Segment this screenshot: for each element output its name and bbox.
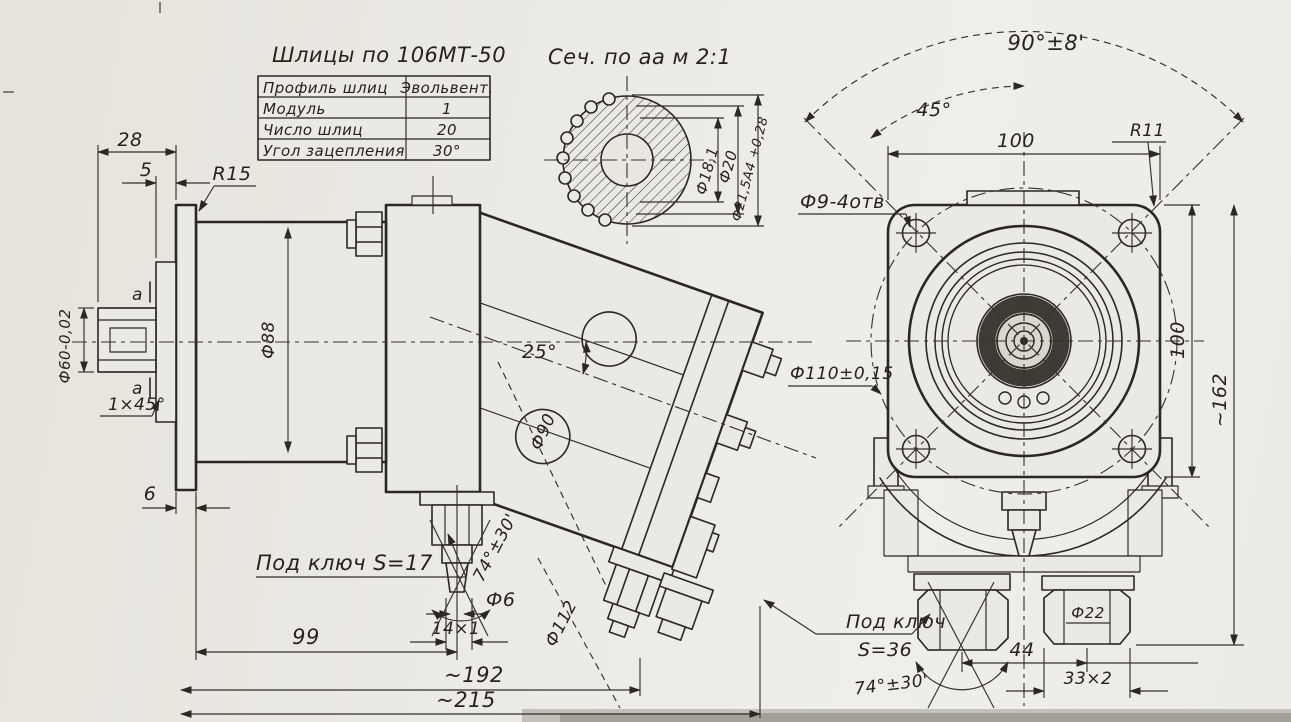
- side-view: 28 5 R15 Ф60-0,02 а а 1×45° 6: [56, 129, 817, 718]
- dim-dia110-label: Ф110±0,15: [790, 364, 894, 384]
- gear-hatch: [563, 96, 692, 224]
- front-view: Ф22: [763, 30, 1245, 709]
- front-right-hex-plug: Ф22: [1041, 575, 1135, 645]
- wrench-s36-label-line2: S=36: [858, 639, 912, 661]
- section-view-title: Сеч. по аа м 2:1: [548, 45, 731, 69]
- dim-dia88-label: Ф88: [259, 321, 279, 359]
- table-row-value: Эвольвент.: [399, 79, 493, 97]
- mount-flange: [174, 203, 198, 492]
- dim-dia112-label: Ф112: [541, 597, 581, 650]
- dim-chamfer-label: 1×45°: [108, 395, 166, 415]
- dim-angle74-right-label: 74°±30': [853, 671, 929, 700]
- tilted-head: [386, 210, 783, 642]
- table-row-label: Модуль: [263, 100, 326, 118]
- dim-dia6-label: Ф6: [486, 589, 515, 611]
- dim-6-label: 6: [144, 483, 157, 505]
- dim-thread14-label: 14×1: [432, 619, 481, 639]
- dim-angle25-label: 25°: [522, 341, 557, 363]
- dim-angle45-label: 45°: [916, 99, 951, 121]
- dim-100v-label: 100: [1167, 321, 1189, 359]
- table-row-value: 20: [437, 121, 457, 139]
- front-diagonal-2: [835, 117, 1245, 531]
- dim-44-label: 44: [1009, 639, 1034, 661]
- dim-r15-label: R15: [213, 163, 252, 185]
- center-block: [384, 203, 482, 494]
- section-marker-a-bottom: а: [132, 379, 143, 399]
- block-bolts: [346, 211, 383, 473]
- dim-r11-label: R11: [1130, 121, 1165, 141]
- table-row-value: 30°: [433, 142, 461, 160]
- head-port-fitting-b: [655, 515, 716, 642]
- spline-table: Шлицы по 106МТ-50 Профиль шлиц Модуль Чи…: [257, 43, 506, 161]
- head-axis: [429, 316, 817, 459]
- spline-table-title: Шлицы по 106МТ-50: [272, 43, 506, 67]
- front-diagonal-1: [803, 117, 1213, 531]
- dim-99-label: 99: [292, 625, 320, 649]
- dim-28-label: 28: [117, 129, 142, 151]
- head-port-fitting-a: [602, 545, 676, 639]
- dim-5-label: 5: [140, 159, 153, 181]
- dim-dia60-label: Ф60-0,02: [56, 309, 74, 384]
- dim-100h-label: 100: [997, 130, 1035, 152]
- scan-shadow-band-dark: [560, 713, 1291, 722]
- table-row-label: Число шлиц: [263, 121, 363, 139]
- wrench-s36-label-line1: Под ключ: [846, 611, 946, 633]
- section-view: Сеч. по аа м 2:1 Ф18,1 Ф20 Ф21,5А: [544, 45, 772, 244]
- dim-holes-label: Ф9-4отв: [800, 191, 885, 213]
- dim-thread33-label: 33×2: [1064, 669, 1113, 689]
- bolt-circle: [870, 187, 1178, 495]
- head-pocket: [581, 311, 637, 367]
- head-pocket: [514, 408, 571, 465]
- dim-162-label: ~162: [1209, 373, 1231, 427]
- table-row-value: 1: [442, 100, 452, 118]
- splined-shaft: [97, 307, 157, 373]
- table-row-label: Угол зацепления: [263, 142, 405, 160]
- gear-teeth: [556, 92, 616, 227]
- table-row-label: Профиль шлиц: [263, 79, 388, 97]
- dim-192-label: ~192: [444, 663, 504, 687]
- dim-angle90-label: 90°±8': [1008, 31, 1085, 55]
- dim-dia22-label: Ф22: [1071, 604, 1105, 622]
- dim-215-label: ~215: [436, 688, 496, 712]
- block-top-tab: [411, 195, 453, 206]
- section-marker-a-top: а: [132, 285, 143, 305]
- wrench-s17-label: Под ключ S=17: [256, 551, 433, 575]
